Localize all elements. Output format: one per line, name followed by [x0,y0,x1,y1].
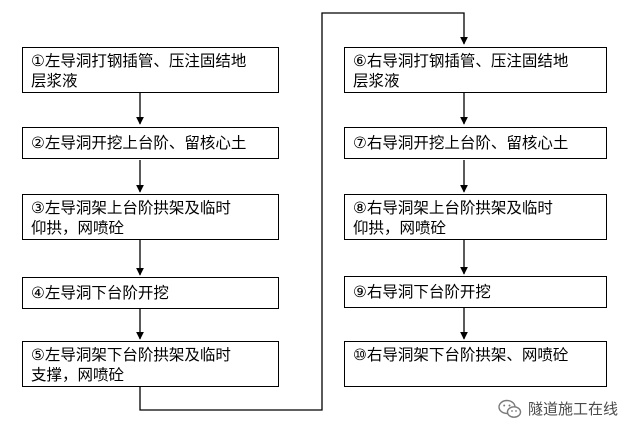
step-box-1: ①左导洞打钢插管、压注固结地 层浆液 [22,47,279,93]
wechat-icon [498,399,522,419]
step-box-2: ②左导洞开挖上台阶、留核心土 [22,127,279,159]
step-box-9: ⑨右导洞下台阶开挖 [344,276,607,308]
watermark: 隧道施工在线 [498,398,618,419]
arrow-step5-to-step6 [139,12,468,411]
step-box-5: ⑤左导洞架下台阶拱架及临时 支撑，网喷砼 [22,341,279,387]
watermark-label: 隧道施工在线 [528,400,619,418]
step-box-7: ⑦右导洞开挖上台阶、留核心土 [344,127,607,159]
step-box-3: ③左导洞架上台阶拱架及临时 仰拱，网喷砼 [22,194,279,240]
step-box-6: ⑥右导洞打钢插管、压注固结地 层浆液 [344,47,607,93]
step-box-8: ⑧右导洞架上台阶拱架及临时 仰拱，网喷砼 [344,194,607,240]
step-box-10: ⑩右导洞架下台阶拱架、网喷砼 [344,341,607,387]
step-box-4: ④左导洞下台阶开挖 [22,277,279,309]
